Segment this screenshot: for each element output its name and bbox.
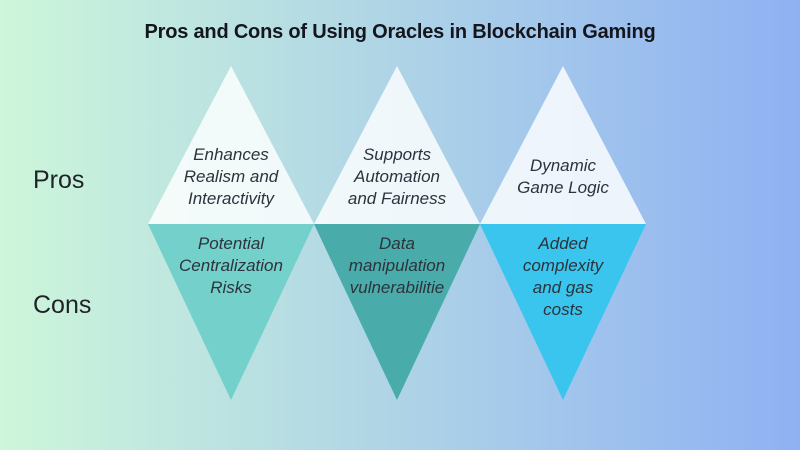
pro-text-1: Enhances Realism and Interactivity <box>140 144 322 210</box>
diamond-2: Supports Automation and Fairness Data ma… <box>314 66 480 400</box>
con-text-line: costs <box>543 300 583 319</box>
pro-text-line: Dynamic <box>529 156 597 175</box>
con-text-3: Added complexity and gas costs <box>472 233 654 321</box>
pro-text-line: and Fairness <box>347 189 447 208</box>
pro-triangle-3 <box>480 66 646 224</box>
con-text-line: Added <box>538 234 588 253</box>
pro-text-2: Supports Automation and Fairness <box>306 144 488 210</box>
con-text-2: Data manipulation vulnerabilitie <box>306 233 488 299</box>
con-text-line: complexity <box>522 256 604 275</box>
pro-text-line: Automation <box>354 167 440 186</box>
con-text-1: Potential Centralization Risks <box>140 233 322 299</box>
pro-text-line: Interactivity <box>188 189 274 208</box>
con-text-line: Risks <box>210 278 252 297</box>
con-text-line: Centralization <box>179 256 283 275</box>
con-text-line: manipulation <box>348 256 446 275</box>
pro-text-line: Supports <box>362 145 432 164</box>
pro-text-3: Dynamic Game Logic <box>472 155 654 199</box>
page-title: Pros and Cons of Using Oracles in Blockc… <box>144 21 656 43</box>
pro-text-line: Game Logic <box>517 178 609 197</box>
con-text-line: Data <box>379 234 415 253</box>
diamond-3: Dynamic Game Logic Added complexity and … <box>480 66 646 400</box>
con-text-line: Potential <box>197 234 265 253</box>
diamond-1: Enhances Realism and Interactivity Poten… <box>148 66 314 400</box>
con-text-line: and gas <box>532 278 594 297</box>
pro-text-line: Realism and <box>183 167 279 186</box>
pros-row-label: Pros <box>33 166 85 194</box>
con-text-line: vulnerabilitie <box>349 278 445 297</box>
pro-text-line: Enhances <box>193 145 269 164</box>
cons-row-label: Cons <box>33 291 92 319</box>
